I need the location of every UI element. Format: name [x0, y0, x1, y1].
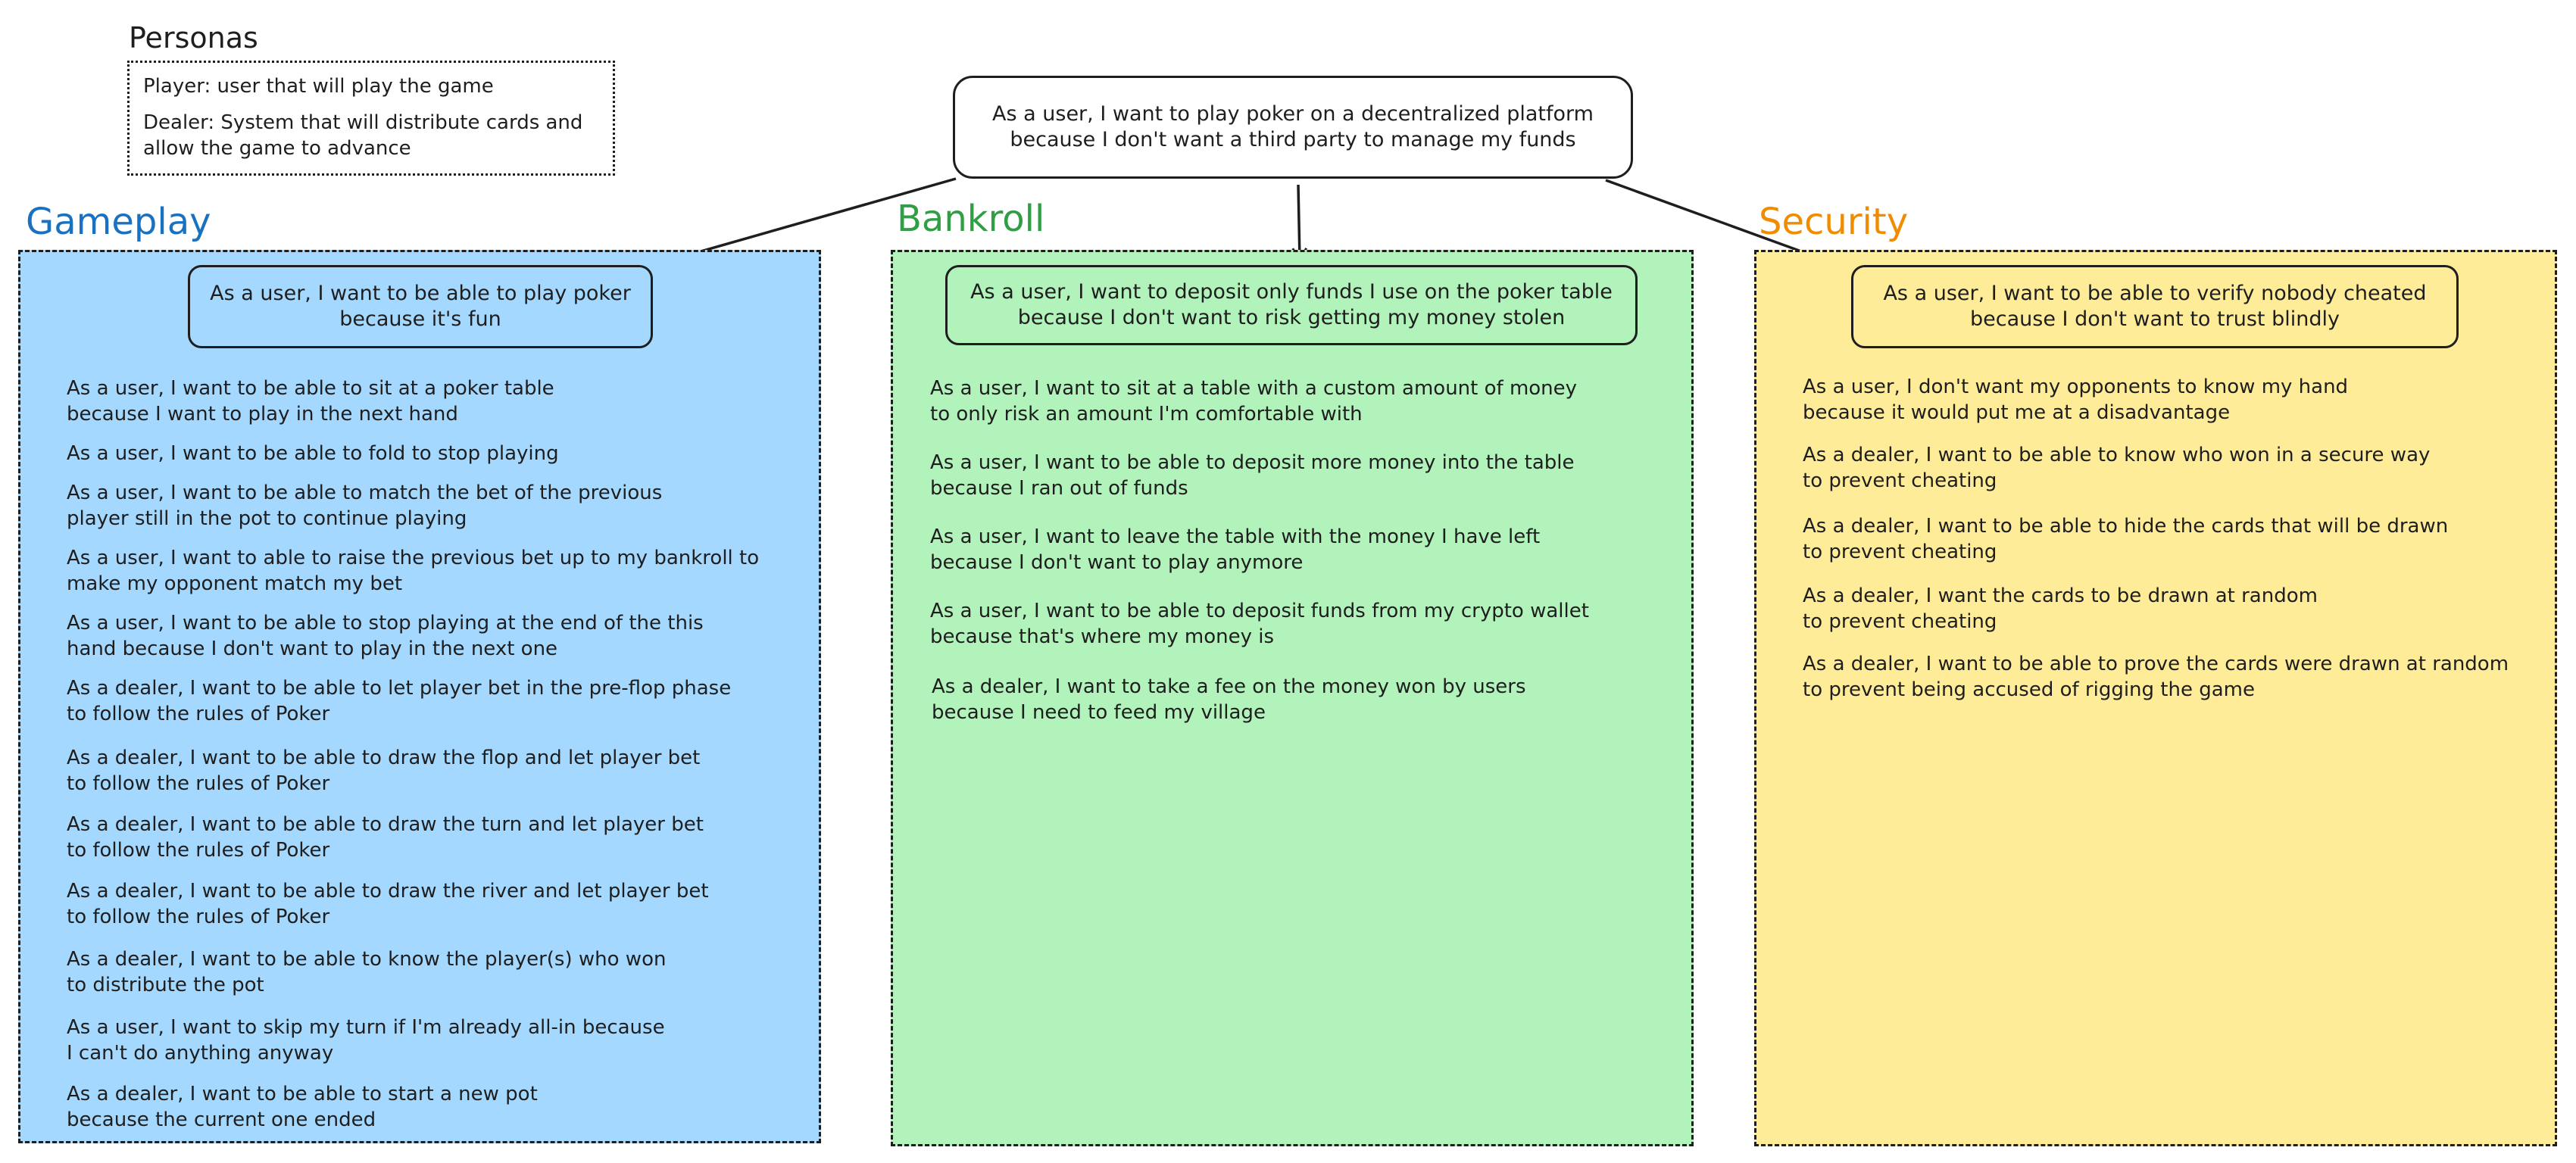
epic-security: As a user, I want to be able to verify n…	[1851, 265, 2459, 348]
epic-security-text: As a user, I want to be able to verify n…	[1883, 282, 2427, 331]
epic-gameplay: As a user, I want to be able to play pok…	[188, 265, 653, 348]
story-gameplay-6: As a dealer, I want to be able to let pl…	[67, 677, 732, 725]
story-gameplay-8: As a dealer, I want to be able to draw t…	[67, 813, 704, 862]
story-gameplay-10: As a dealer, I want to be able to know t…	[67, 948, 667, 996]
story-gameplay-2: As a user, I want to be able to fold to …	[67, 442, 559, 465]
persona-dealer: Dealer: System that will distribute card…	[143, 111, 583, 160]
story-gameplay-5: As a user, I want to be able to stop pla…	[67, 612, 704, 660]
epic-bankroll: As a user, I want to deposit only funds …	[945, 265, 1638, 345]
personas-title: Personas	[129, 21, 258, 55]
story-bankroll-5: As a dealer, I want to take a fee on the…	[932, 675, 1526, 724]
story-bankroll-4: As a user, I want to be able to deposit …	[930, 600, 1589, 648]
persona-player: Player: user that will play the game	[143, 75, 494, 98]
story-gameplay-12: As a dealer, I want to be able to start …	[67, 1083, 538, 1131]
root-story-text: As a user, I want to play poker on a dec…	[992, 102, 1594, 151]
personas-box: Player: user that will play the game Dea…	[127, 61, 615, 176]
story-bankroll-3: As a user, I want to leave the table wit…	[930, 525, 1541, 574]
story-security-4: As a dealer, I want the cards to be draw…	[1803, 585, 2318, 633]
arrow-to-bankroll	[1291, 184, 1308, 263]
story-gameplay-1: As a user, I want to be able to sit at a…	[67, 377, 554, 426]
panel-security	[1754, 250, 2557, 1146]
story-bankroll-2: As a user, I want to be able to deposit …	[930, 451, 1575, 500]
epic-bankroll-text: As a user, I want to deposit only funds …	[970, 280, 1613, 329]
category-title-security: Security	[1759, 201, 1909, 243]
story-security-1: As a user, I don't want my opponents to …	[1803, 376, 2349, 424]
story-gameplay-3: As a user, I want to be able to match th…	[67, 482, 663, 530]
story-gameplay-7: As a dealer, I want to be able to draw t…	[67, 747, 701, 795]
story-security-3: As a dealer, I want to be able to hide t…	[1803, 515, 2449, 563]
category-title-bankroll: Bankroll	[897, 198, 1045, 240]
story-security-5: As a dealer, I want to be able to prove …	[1803, 653, 2509, 701]
panel-gameplay	[18, 250, 821, 1143]
story-gameplay-4: As a user, I want to able to raise the p…	[67, 547, 760, 595]
story-security-2: As a dealer, I want to be able to know w…	[1803, 444, 2431, 492]
story-gameplay-11: As a user, I want to skip my turn if I'm…	[67, 1016, 665, 1065]
story-gameplay-9: As a dealer, I want to be able to draw t…	[67, 880, 709, 928]
panel-bankroll	[891, 250, 1694, 1146]
story-bankroll-1: As a user, I want to sit at a table with…	[930, 377, 1578, 426]
epic-gameplay-text: As a user, I want to be able to play pok…	[210, 282, 631, 331]
root-story: As a user, I want to play poker on a dec…	[953, 76, 1633, 179]
category-title-gameplay: Gameplay	[26, 201, 211, 243]
